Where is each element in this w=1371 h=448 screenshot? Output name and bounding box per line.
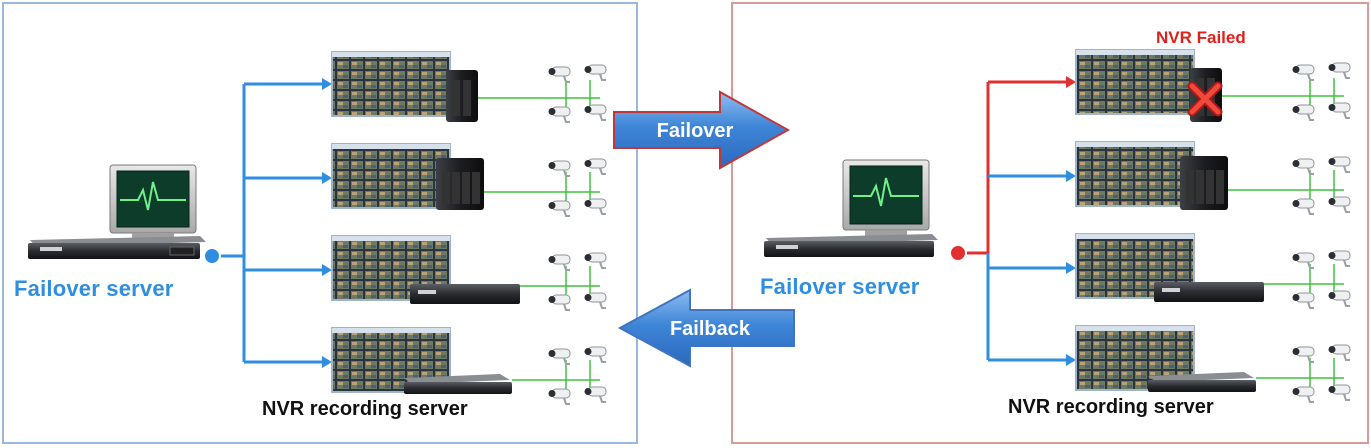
left-arrowheads — [322, 78, 332, 368]
right-connection-dot — [949, 244, 967, 262]
failback-arrow: Failback — [617, 288, 795, 368]
left-nvr-recording-server-label: NVR recording server — [262, 398, 468, 420]
nas-icon — [1180, 156, 1228, 210]
right-camera-links — [1222, 78, 1344, 392]
right-arrowheads — [1066, 76, 1076, 366]
right-connection-lines — [958, 80, 1066, 362]
right-nvr-row-1 — [1075, 49, 1223, 122]
left-nvr-row-4 — [331, 327, 512, 394]
right-failover-server — [764, 159, 938, 257]
failback-arrow-label: Failback — [670, 318, 751, 340]
left-cameras — [547, 64, 607, 405]
rack-nvr-icon — [1148, 372, 1256, 392]
left-nvr-row-1 — [331, 51, 478, 122]
right-nvr-row-4 — [1075, 325, 1256, 392]
right-nvr-row-2 — [1075, 141, 1228, 210]
rack-server-icon — [28, 236, 206, 259]
right-failover-server-label: Failover server — [760, 274, 920, 299]
left-failover-server — [28, 164, 206, 259]
right-cameras — [1291, 62, 1351, 403]
left-connection-dot — [203, 247, 221, 265]
rack-nvr-icon — [1154, 282, 1264, 302]
left-camera-links — [478, 80, 600, 394]
left-panel — [2, 2, 638, 444]
right-nvr-row-3 — [1075, 233, 1264, 302]
left-failover-server-label: Failover server — [14, 276, 174, 301]
failover-arrow-label: Failover — [657, 120, 734, 142]
monitor-heartbeat-icon — [842, 159, 930, 236]
right-nvr-recording-server-label: NVR recording server — [1008, 396, 1214, 418]
monitor-heartbeat-icon — [109, 164, 197, 239]
nas-icon — [446, 70, 478, 122]
failed-x-icon — [1187, 81, 1223, 117]
left-connection-lines — [212, 82, 322, 364]
rack-nvr-icon — [404, 374, 512, 394]
left-nvr-row-2 — [331, 143, 484, 210]
rack-server-icon — [764, 234, 938, 257]
nvr-failed-label: NVR Failed — [1156, 28, 1246, 47]
left-nvr-row-3 — [331, 235, 520, 304]
failover-arrow: Failover — [613, 90, 791, 170]
rack-nvr-icon — [410, 284, 520, 304]
nas-icon — [436, 158, 484, 210]
right-panel — [731, 2, 1369, 444]
